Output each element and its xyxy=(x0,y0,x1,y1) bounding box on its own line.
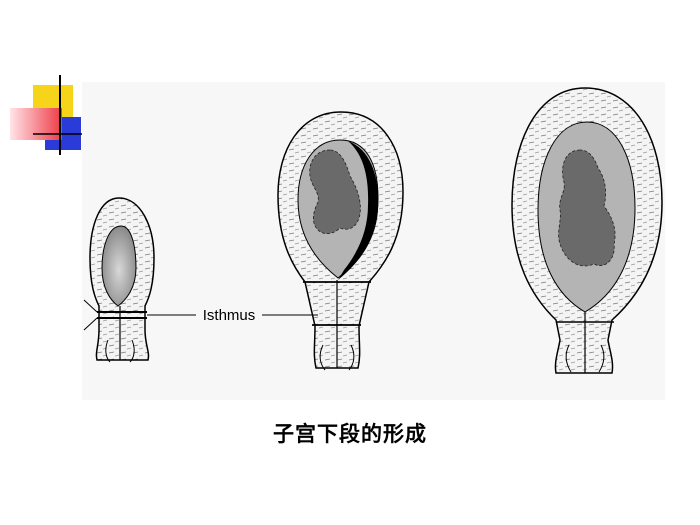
slide-caption: 子宫下段的形成 xyxy=(273,422,427,446)
uterus-diagram: Isthmus xyxy=(82,82,665,400)
stage-3-cervix xyxy=(565,344,605,373)
logo-red-gradient xyxy=(10,108,62,140)
uterus-stage-1 xyxy=(83,197,155,363)
uterus-stage-2 xyxy=(277,111,404,371)
stage-1-cavity xyxy=(101,225,137,307)
stage-1-cervix xyxy=(105,339,135,363)
stage-2-dark-rim xyxy=(338,141,379,280)
stage-2-fetus xyxy=(309,149,361,234)
stage-1-left-tick-2 xyxy=(83,317,98,331)
uterus-stage-3 xyxy=(511,87,663,374)
stage-3-fetus xyxy=(558,149,616,267)
stage-1-left-tick xyxy=(83,299,98,313)
stage-2-cervix xyxy=(319,344,355,371)
template-logo-icon xyxy=(10,75,90,155)
isthmus-label: Isthmus xyxy=(203,307,256,324)
